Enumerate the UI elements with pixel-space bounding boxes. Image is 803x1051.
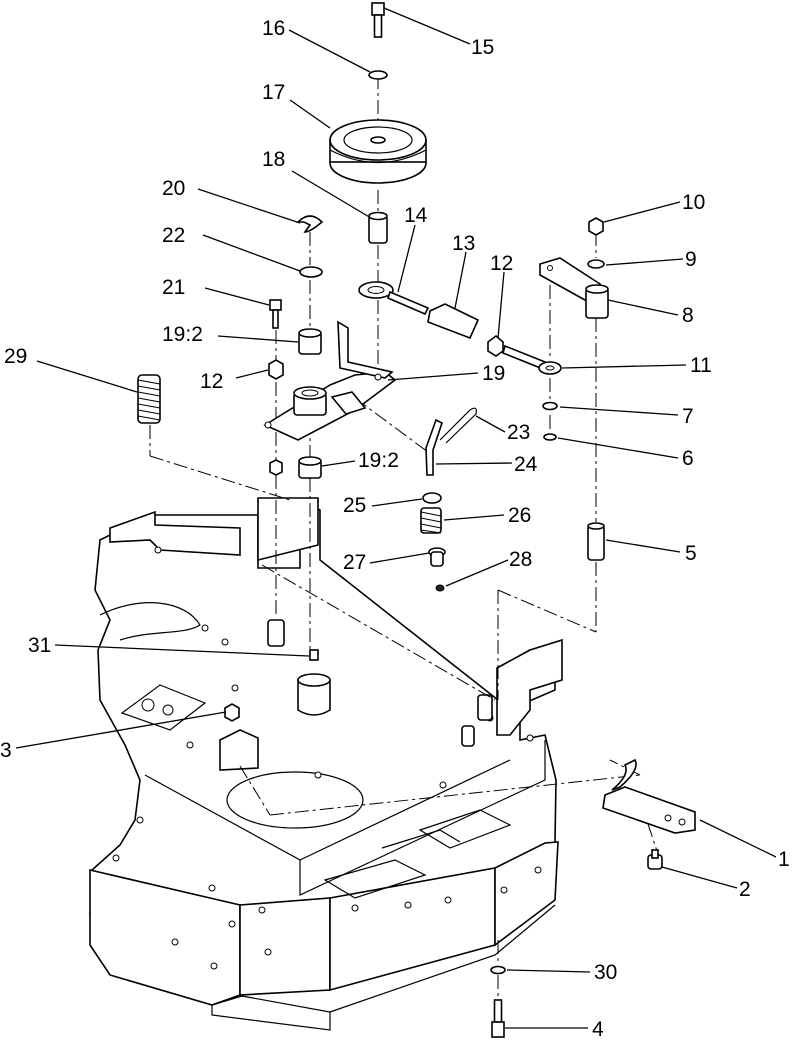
callout-7: 7	[682, 405, 694, 428]
part-15-bolt	[371, 2, 385, 38]
callout-2: 2	[739, 878, 751, 901]
callout-27: 27	[343, 551, 366, 574]
callout-12-left: 12	[200, 370, 223, 393]
callout-20: 20	[162, 177, 185, 200]
part-8-pivot-arm	[539, 257, 609, 319]
part-2-screw	[647, 849, 663, 870]
part-12-nut-left	[268, 359, 284, 380]
part-13-adjuster-tube	[427, 303, 480, 340]
part-27-pin	[428, 547, 446, 567]
part-3-nut	[224, 703, 240, 722]
callout-8: 8	[682, 304, 694, 327]
part-24-rod	[425, 418, 443, 476]
part-11-rod-end	[538, 361, 562, 375]
callout-9: 9	[685, 248, 697, 271]
callout-16: 16	[262, 17, 285, 40]
callout-21: 21	[162, 276, 185, 299]
part-4-bolt	[491, 999, 505, 1038]
callout-12-right: 12	[490, 252, 513, 275]
part-10-nut	[588, 217, 604, 236]
part-19-idler-arm	[263, 320, 397, 441]
callout-19: 19	[482, 362, 505, 385]
callout-18: 18	[262, 148, 285, 171]
part-7-washer	[542, 401, 558, 411]
callout-24: 24	[514, 453, 538, 476]
part-19-2-bushing-upper	[298, 328, 322, 355]
callout-3: 3	[0, 739, 12, 762]
callout-13: 13	[452, 232, 475, 255]
part-22-washer	[299, 266, 323, 278]
part-20-e-clip	[296, 215, 324, 233]
part-6-clip	[543, 433, 557, 441]
part-14-eyebolt	[358, 281, 430, 316]
callout-23: 23	[507, 421, 530, 444]
part-12-nut-lower	[269, 459, 283, 476]
part-21-bolt	[269, 299, 282, 329]
callout-1: 1	[778, 848, 790, 871]
part-23-cotter-pin	[439, 407, 477, 444]
mower-deck-housing	[89, 497, 563, 1031]
callout-14: 14	[404, 204, 428, 227]
part-31-grease-fitting	[309, 649, 319, 661]
part-12-nut-right	[487, 334, 504, 357]
part-25-washer	[422, 492, 442, 504]
callout-15: 15	[471, 36, 494, 59]
callout-25: 25	[343, 494, 366, 517]
callout-26: 26	[508, 504, 531, 527]
callout-19-2-upper: 19:2	[162, 323, 203, 346]
callout-28: 28	[509, 548, 532, 571]
callout-31: 31	[28, 634, 51, 657]
callout-10: 10	[682, 191, 705, 214]
part-5-spacer	[587, 522, 605, 561]
part-1-belt-cover-bracket	[602, 758, 696, 834]
callout-5: 5	[685, 542, 697, 565]
callout-22: 22	[162, 224, 185, 247]
callout-6: 6	[682, 447, 694, 470]
callout-4: 4	[592, 1018, 604, 1041]
part-28-nut	[435, 584, 445, 592]
part-9-washer	[587, 259, 605, 269]
callout-17: 17	[262, 81, 285, 104]
part-19-2-bushing-lower	[298, 456, 322, 479]
callout-labels: 1 2 3 4 5 6 7 8 9 10 11 12 12 13 14 15 1…	[0, 17, 790, 1041]
callout-29: 29	[4, 345, 27, 368]
part-29-spring	[137, 374, 161, 424]
part-30-washer	[490, 965, 506, 975]
part-17-pulley	[329, 119, 427, 184]
part-16-washer	[368, 70, 388, 80]
callout-30: 30	[594, 961, 617, 984]
callout-19-2-lower: 19:2	[358, 449, 399, 472]
callout-11: 11	[690, 354, 712, 377]
part-18-bushing	[368, 211, 388, 244]
part-26-spring	[420, 507, 442, 534]
callout-leaders	[15, 7, 777, 1029]
